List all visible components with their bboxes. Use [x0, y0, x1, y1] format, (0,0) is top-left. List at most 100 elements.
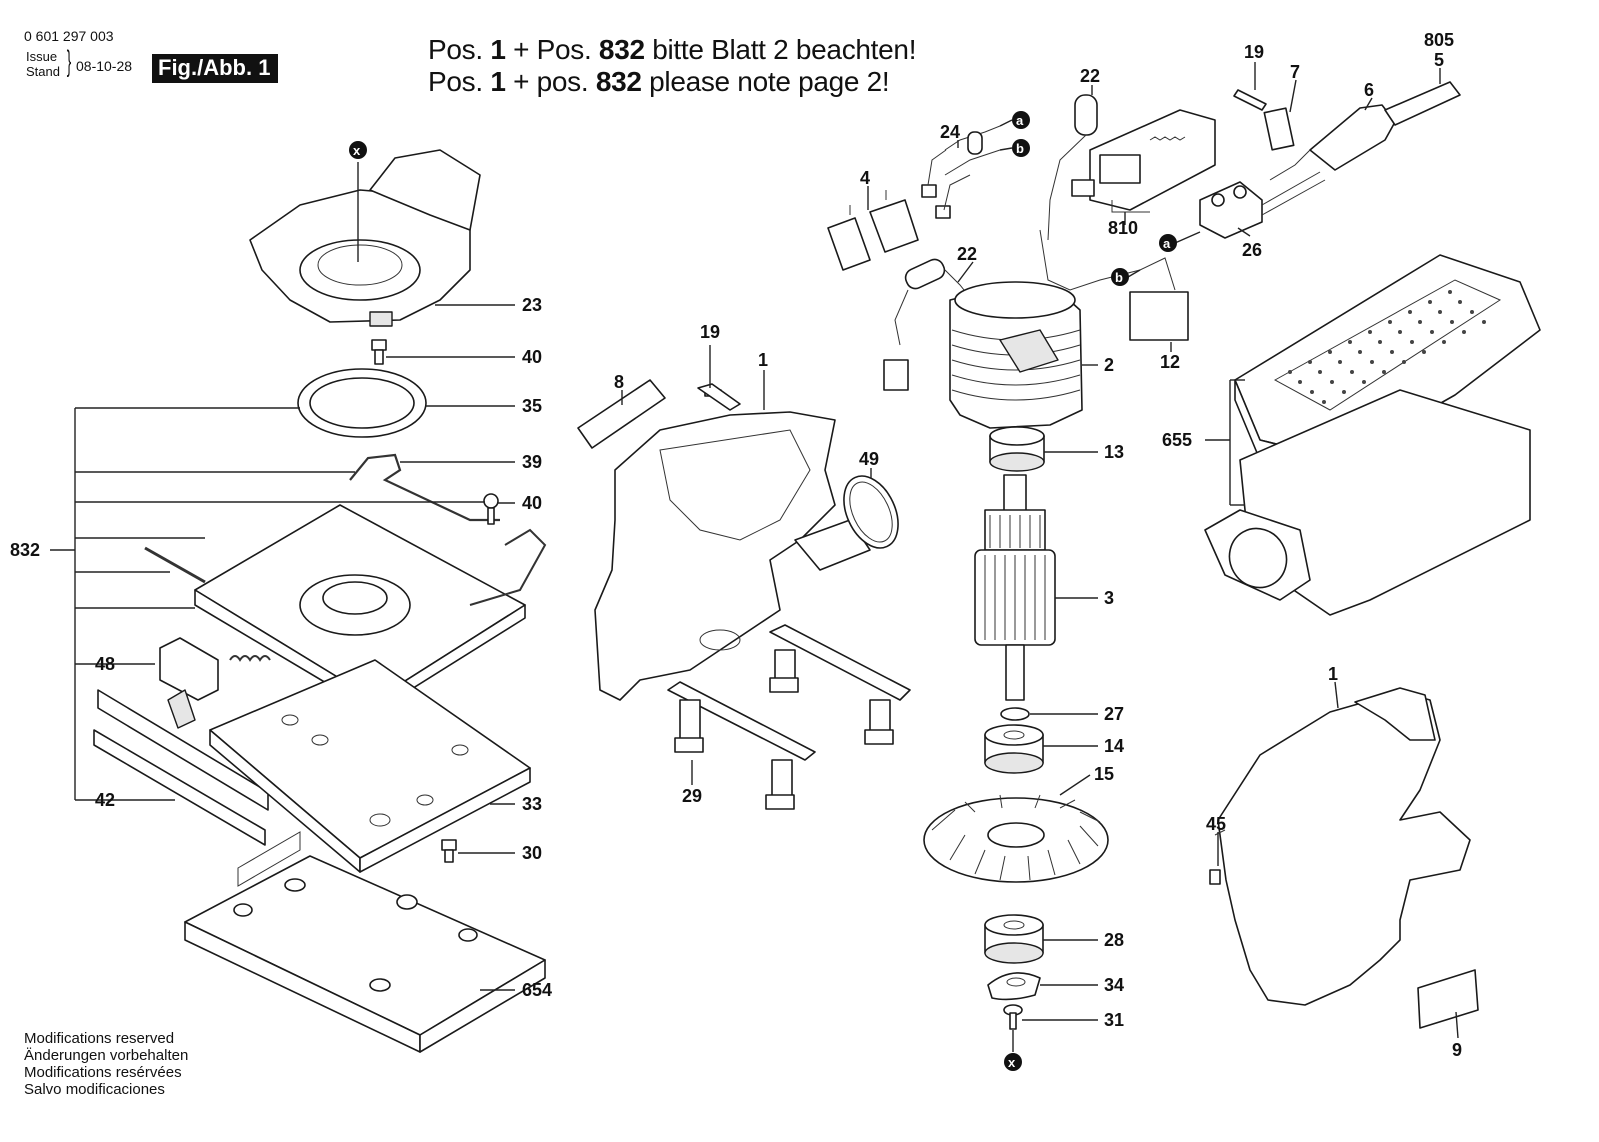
label-26: 26	[1242, 240, 1262, 260]
screw-30-drawing	[441, 839, 457, 863]
marker-x-bottom-label: x	[1008, 1055, 1016, 1070]
rail-42-drawing	[93, 689, 269, 846]
marker-b-right	[1111, 268, 1129, 286]
marker-x-bottom	[1004, 1053, 1022, 1071]
label-30: 30	[522, 843, 542, 863]
label-1-housing: 1	[758, 350, 768, 370]
label-8: 8	[614, 372, 624, 392]
label-22-left: 22	[957, 244, 977, 264]
label-27: 27	[1104, 704, 1124, 724]
housing-right-drawing	[1209, 687, 1471, 1006]
field-winding-2-drawing	[949, 281, 1083, 429]
label-39: 39	[522, 452, 542, 472]
label-45: 45	[1206, 814, 1226, 834]
label-48: 48	[95, 654, 115, 674]
note-german: Pos. 1 + Pos. 832 bitte Blatt 2 beachten…	[428, 34, 917, 65]
marker-a-top-label: a	[1016, 113, 1024, 128]
pad-plate-drawing	[209, 659, 531, 873]
board-810-drawing	[1047, 94, 1216, 241]
terminal-block-26-drawing	[1199, 171, 1326, 239]
label-3: 3	[1104, 588, 1114, 608]
spring-clip-drawing	[349, 453, 500, 522]
label-9: 9	[1452, 1040, 1462, 1060]
marker-b-top	[1012, 139, 1030, 157]
switch-4-drawing	[827, 190, 919, 271]
footer-line-fr: Modifications resérvées	[24, 1064, 182, 1081]
label-6: 6	[1364, 80, 1374, 100]
marker-b-top-label: b	[1016, 141, 1024, 156]
dust-cover-drawing	[249, 149, 481, 327]
sanding-pad-drawing	[184, 831, 546, 1053]
label-832: 832	[10, 540, 40, 560]
label-49: 49	[859, 449, 879, 469]
brace-glyph: }	[66, 45, 72, 78]
marker-a-top	[1012, 111, 1030, 129]
marker-a-right-label: a	[1163, 236, 1171, 251]
note-english: Pos. 1 + pos. 832 please note page 2!	[428, 66, 890, 97]
feet-29-drawing	[667, 624, 911, 810]
label-19-left: 19	[700, 322, 720, 342]
label-5: 5	[1434, 50, 1444, 70]
label-28: 28	[1104, 930, 1124, 950]
leaders-middle	[621, 345, 872, 785]
cord-assembly-drawing	[1233, 81, 1461, 181]
screw-40b-drawing	[483, 493, 499, 525]
label-19-right: 19	[1244, 42, 1264, 62]
issue-date: 08-10-28	[76, 58, 133, 74]
label-14: 14	[1104, 736, 1124, 756]
leaders-right	[1205, 379, 1459, 1039]
wire-b	[1039, 229, 1176, 291]
marker-x-top-label: x	[353, 143, 361, 158]
label-4: 4	[860, 168, 870, 188]
label-40-upper: 40	[522, 347, 542, 367]
belt-49-drawing	[843, 475, 899, 549]
label-15: 15	[1094, 764, 1114, 784]
leaders-left	[50, 162, 515, 991]
label-7: 7	[1290, 62, 1300, 82]
eccentric-34-drawing	[987, 972, 1041, 1001]
suppressor-24-drawing	[921, 125, 1001, 219]
housing-half-drawing	[577, 379, 871, 701]
figure-label: Fig./Abb. 1	[152, 54, 279, 83]
label-plate-9-drawing	[1417, 969, 1479, 1029]
capacitor-12-drawing	[1129, 291, 1189, 341]
label-33: 33	[522, 794, 542, 814]
bearing-14-drawing	[984, 724, 1044, 774]
label-35: 35	[522, 396, 542, 416]
document-number: 0 601 297 003	[24, 28, 114, 44]
label-34: 34	[1104, 975, 1124, 995]
footer-line-de: Änderungen vorbehalten	[24, 1047, 189, 1064]
bearing-28-drawing	[984, 914, 1044, 964]
label-12: 12	[1160, 352, 1180, 372]
stand-label: Stand	[26, 64, 60, 79]
label-13: 13	[1104, 442, 1124, 462]
marker-x-top	[349, 141, 367, 159]
leaders-center	[867, 62, 1441, 1052]
circlip-27-drawing	[1000, 707, 1030, 721]
label-655: 655	[1162, 430, 1192, 450]
fan-15-drawing	[923, 794, 1109, 883]
label-24: 24	[940, 122, 960, 142]
marker-a-right	[1159, 234, 1177, 252]
footer-line-en: Modifications reserved	[24, 1030, 175, 1047]
label-40-lower: 40	[522, 493, 542, 513]
label-805: 805	[1424, 30, 1454, 50]
footer-line-es: Salvo modificaciones	[24, 1081, 165, 1098]
armature-3-drawing	[974, 474, 1056, 701]
dust-box-655-drawing	[1204, 254, 1541, 616]
bracket-48-drawing	[159, 637, 271, 701]
label-810: 810	[1108, 218, 1138, 238]
label-31: 31	[1104, 1010, 1124, 1030]
screw-31-drawing	[1003, 1004, 1023, 1030]
label-1-right: 1	[1328, 664, 1338, 684]
label-29: 29	[682, 786, 702, 806]
screw-40-drawing	[371, 339, 387, 365]
marker-b-right-label: b	[1115, 270, 1123, 285]
modifications-notice: Modifications reserved Änderungen vorbeh…	[24, 1030, 188, 1098]
seal-ring-drawing	[297, 368, 427, 438]
label-654: 654	[522, 980, 552, 1000]
label-42: 42	[95, 790, 115, 810]
label-2: 2	[1104, 355, 1114, 375]
label-23: 23	[522, 295, 542, 315]
